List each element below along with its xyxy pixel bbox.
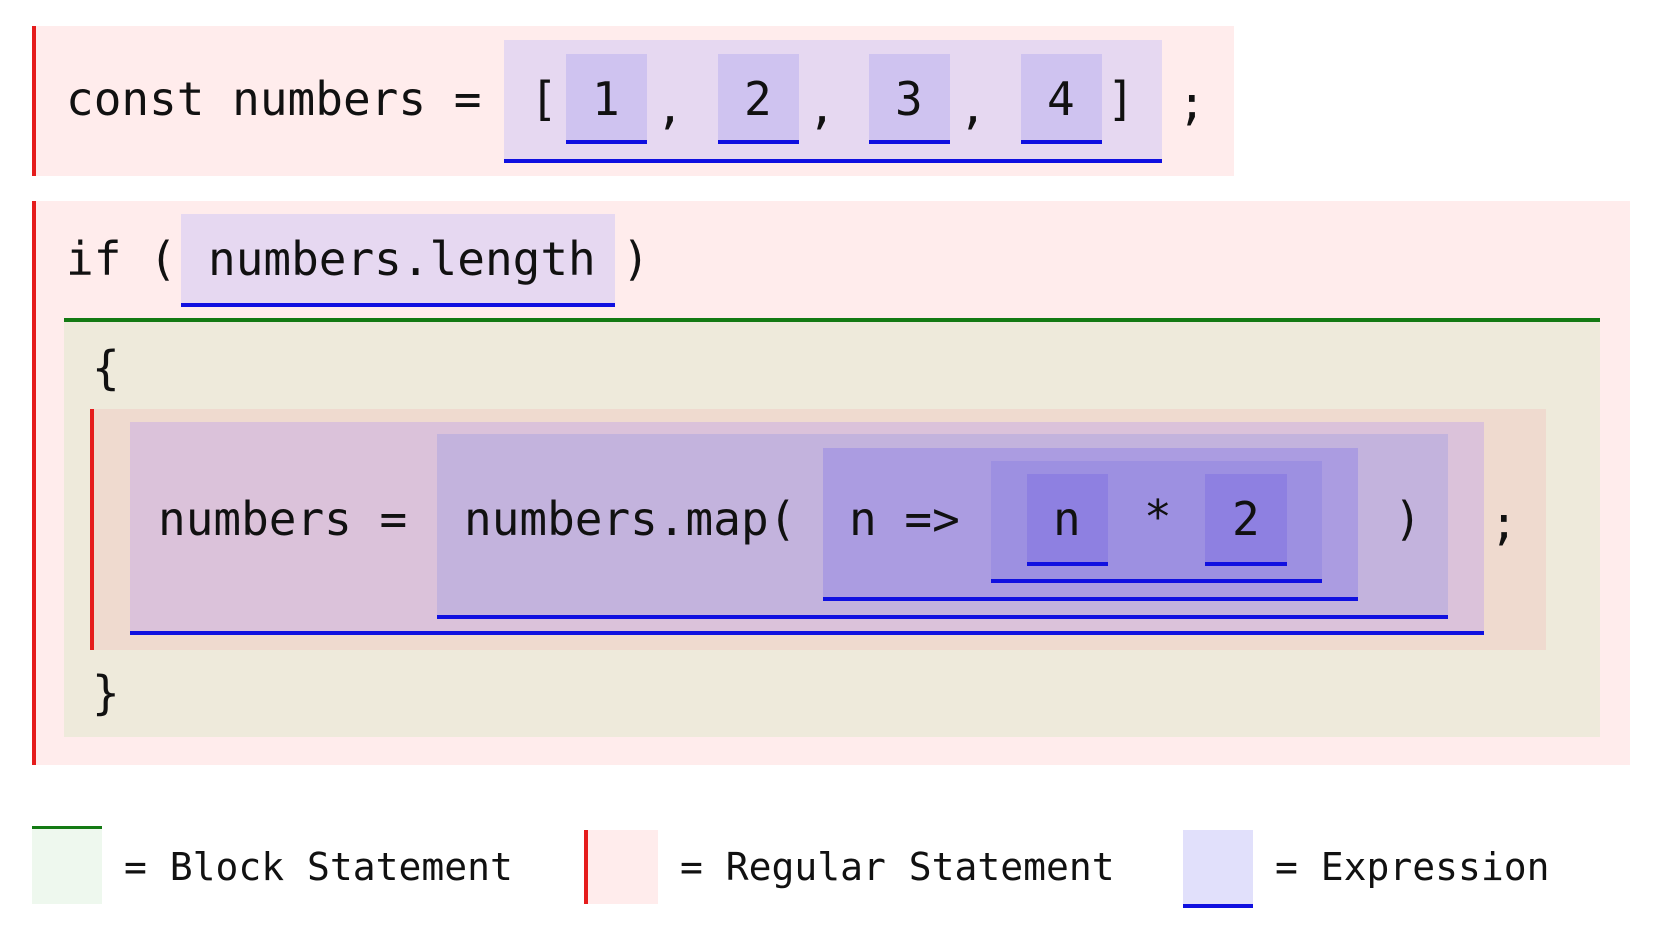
legend-regular-swatch xyxy=(584,830,658,904)
array-element-1 xyxy=(566,54,647,144)
array-element-3-label: 3 xyxy=(895,72,923,126)
legend-block-label: = Block Statement xyxy=(124,845,513,889)
array-comma-3: , xyxy=(959,80,987,134)
right-operand-expression xyxy=(1205,474,1287,566)
array-element-4-label: 4 xyxy=(1047,72,1075,126)
right-operand-label: 2 xyxy=(1232,492,1260,546)
array-element-2-label: 2 xyxy=(744,72,772,126)
arrow-param-label: n => xyxy=(849,492,960,546)
array-element-1-label: 1 xyxy=(592,72,620,126)
array-close-bracket: ] xyxy=(1107,72,1135,126)
if-keyword: if ( xyxy=(66,232,177,286)
array-comma-1: , xyxy=(656,80,684,134)
array-comma-2: , xyxy=(808,80,836,134)
block-open-brace: { xyxy=(92,341,120,395)
map-close-paren: ) xyxy=(1394,492,1422,546)
array-element-2 xyxy=(718,54,799,144)
if-condition-label: numbers.length xyxy=(208,232,596,286)
const-semicolon: ; xyxy=(1178,76,1206,130)
legend-regular-label: = Regular Statement xyxy=(680,845,1115,889)
array-element-4 xyxy=(1021,54,1102,144)
left-operand-label: n xyxy=(1053,492,1081,546)
array-open-bracket: [ xyxy=(530,72,558,126)
array-element-3 xyxy=(869,54,950,144)
multiply-operator: * xyxy=(1144,490,1172,544)
legend-expression-swatch xyxy=(1183,830,1253,908)
assignment-target-label: numbers = xyxy=(158,492,408,546)
left-operand-expression xyxy=(1027,474,1108,566)
assignment-semicolon: ; xyxy=(1490,496,1518,550)
const-declaration-label: const numbers = xyxy=(66,72,482,126)
map-call-label: numbers.map( xyxy=(464,492,797,546)
legend-expression-label: = Expression xyxy=(1275,845,1550,889)
if-close-paren: ) xyxy=(622,232,650,286)
if-condition-expression xyxy=(181,214,615,307)
block-close-brace: } xyxy=(92,666,120,720)
legend-block-swatch xyxy=(32,826,102,904)
